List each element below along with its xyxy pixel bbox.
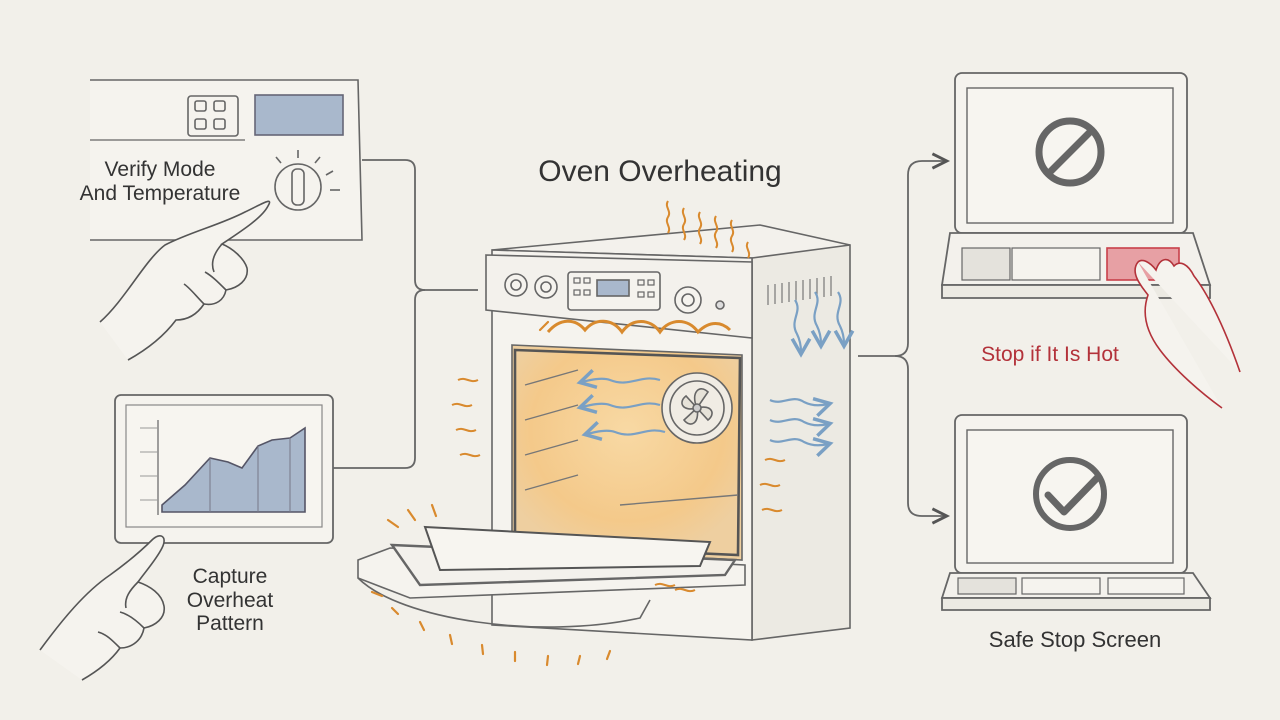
heat-ticks xyxy=(370,320,612,667)
airflow-arrows xyxy=(576,291,855,458)
control-panel-icon xyxy=(90,79,363,241)
hand-pointer-icon xyxy=(99,200,271,361)
step-label-verify: Verify Mode And Temperature xyxy=(40,158,280,205)
laptop-icon xyxy=(940,414,1212,611)
diagram-title: Oven Overheating xyxy=(538,155,782,188)
step-label-capture: Capture Overheat Pattern xyxy=(160,565,300,636)
check-icon xyxy=(1033,457,1107,531)
dial-icon xyxy=(274,150,340,211)
step-label-capture-line1: Capture xyxy=(192,565,268,588)
step-label-verify-line1: Verify Mode xyxy=(104,158,216,181)
step-label-stop: Stop if It Is Hot xyxy=(981,343,1119,366)
step-label-safe: Safe Stop Screen xyxy=(988,627,1162,652)
connector-stop xyxy=(894,152,951,357)
connector-capture xyxy=(333,289,426,469)
heat-waves xyxy=(451,200,786,593)
prohibited-icon xyxy=(1035,117,1105,187)
step-label-verify-line2: And Temperature xyxy=(79,181,241,205)
connector-verify xyxy=(362,159,478,291)
fan-icon xyxy=(661,372,733,444)
hand-pointer-icon xyxy=(1134,258,1241,409)
step-label-capture-line3: Pattern xyxy=(196,612,264,636)
oven-icon xyxy=(357,224,851,641)
connector-safe xyxy=(894,355,951,525)
line-chart-icon xyxy=(114,394,334,544)
step-label-capture-line2: Overheat xyxy=(186,588,274,612)
hand-pointer-icon xyxy=(39,535,165,681)
connector-lines xyxy=(333,152,951,525)
